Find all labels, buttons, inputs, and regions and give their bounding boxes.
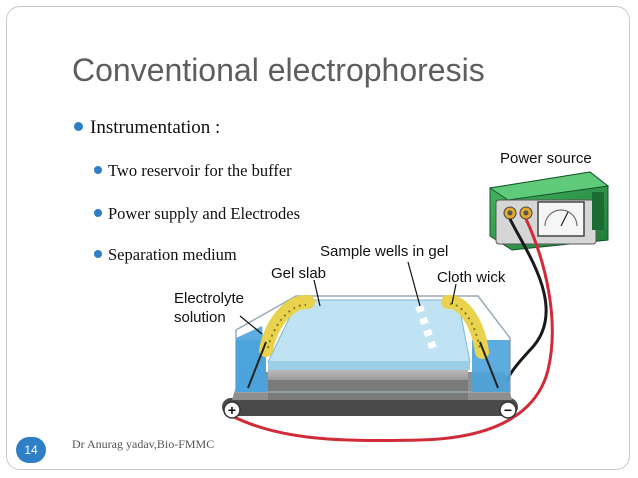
- slide-number-badge: 14: [16, 437, 46, 463]
- negative-terminal: −: [499, 401, 517, 419]
- bullet-text: Two reservoir for the buffer: [108, 161, 292, 180]
- gel-slab-label: Gel slab: [271, 265, 326, 282]
- positive-sign: +: [228, 402, 236, 418]
- red-wire: [231, 218, 554, 443]
- bullet-dot: [74, 122, 83, 132]
- cloth-wick-left: [259, 294, 315, 357]
- electrode-left: [247, 341, 267, 389]
- electrolyte-label-line2: solution: [174, 309, 226, 326]
- positive-terminal: +: [223, 401, 241, 419]
- bullet-reservoir: Two reservoir for the buffer: [94, 161, 292, 181]
- bullet-power-supply: Power supply and Electrodes: [94, 204, 300, 224]
- electrode-right: [479, 341, 499, 389]
- bullet-dot: [94, 250, 102, 259]
- bullet-text: Instrumentation :: [90, 117, 221, 138]
- slide-title: Conventional electrophoresis: [72, 52, 485, 88]
- meter-dial: [537, 201, 585, 237]
- footer-author: Dr Anurag yadav,Bio-FMMC: [72, 437, 215, 451]
- cloth-wick-label: Cloth wick: [437, 269, 506, 286]
- slide-frame: [6, 6, 630, 470]
- electrolyte-label-line1: Electrolyte: [174, 290, 244, 307]
- power-source: [488, 171, 610, 251]
- bullet-dot: [94, 209, 102, 218]
- sample-wells-label: Sample wells in gel: [320, 243, 448, 260]
- bullet-text: Power supply and Electrodes: [108, 204, 300, 223]
- bullet-separation-medium: Separation medium: [94, 245, 237, 265]
- bullet-instrumentation: Instrumentation :: [74, 117, 220, 139]
- negative-sign: −: [504, 402, 512, 418]
- electrophoresis-tank: [222, 295, 518, 416]
- bullet-text: Separation medium: [108, 245, 237, 264]
- power-source-label: Power source: [500, 150, 592, 167]
- bullet-dot: [94, 166, 102, 175]
